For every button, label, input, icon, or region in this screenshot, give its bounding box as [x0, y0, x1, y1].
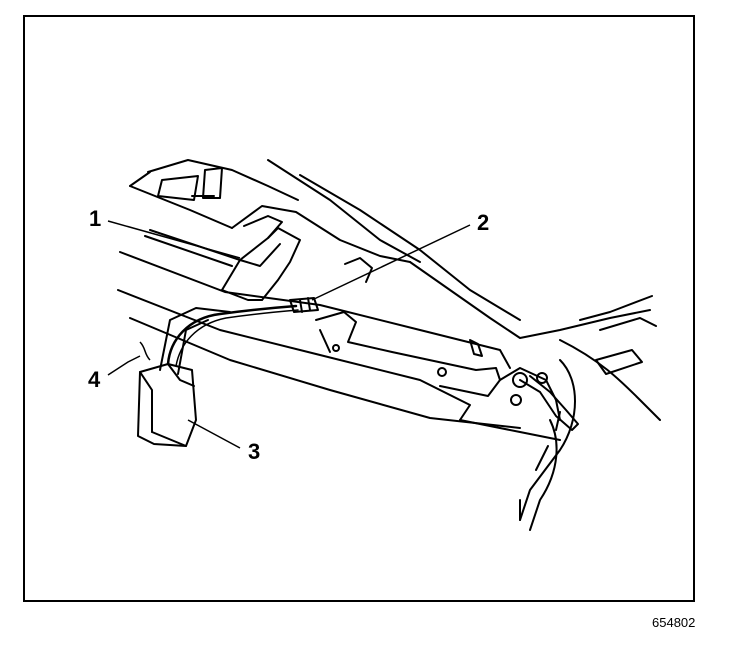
leader-line-3	[187, 419, 241, 449]
leader-line-4	[107, 355, 141, 376]
side-rail	[459, 295, 661, 531]
figure-id: 654802	[652, 615, 696, 630]
bracket	[221, 215, 301, 301]
callout-2: 2	[477, 210, 490, 235]
callout-4: 4	[88, 367, 101, 392]
callout-1: 1	[89, 206, 102, 231]
callout-3: 3	[248, 439, 261, 464]
leader-break-mark	[139, 341, 151, 361]
upper-body-panel	[129, 159, 651, 339]
leader-line-2	[311, 224, 471, 301]
cable-connector	[289, 297, 319, 313]
access-hole	[202, 167, 223, 199]
leader-line-1	[107, 220, 241, 259]
illustration-frame	[23, 15, 695, 602]
cable-bracket	[137, 307, 231, 447]
cable	[166, 297, 319, 367]
